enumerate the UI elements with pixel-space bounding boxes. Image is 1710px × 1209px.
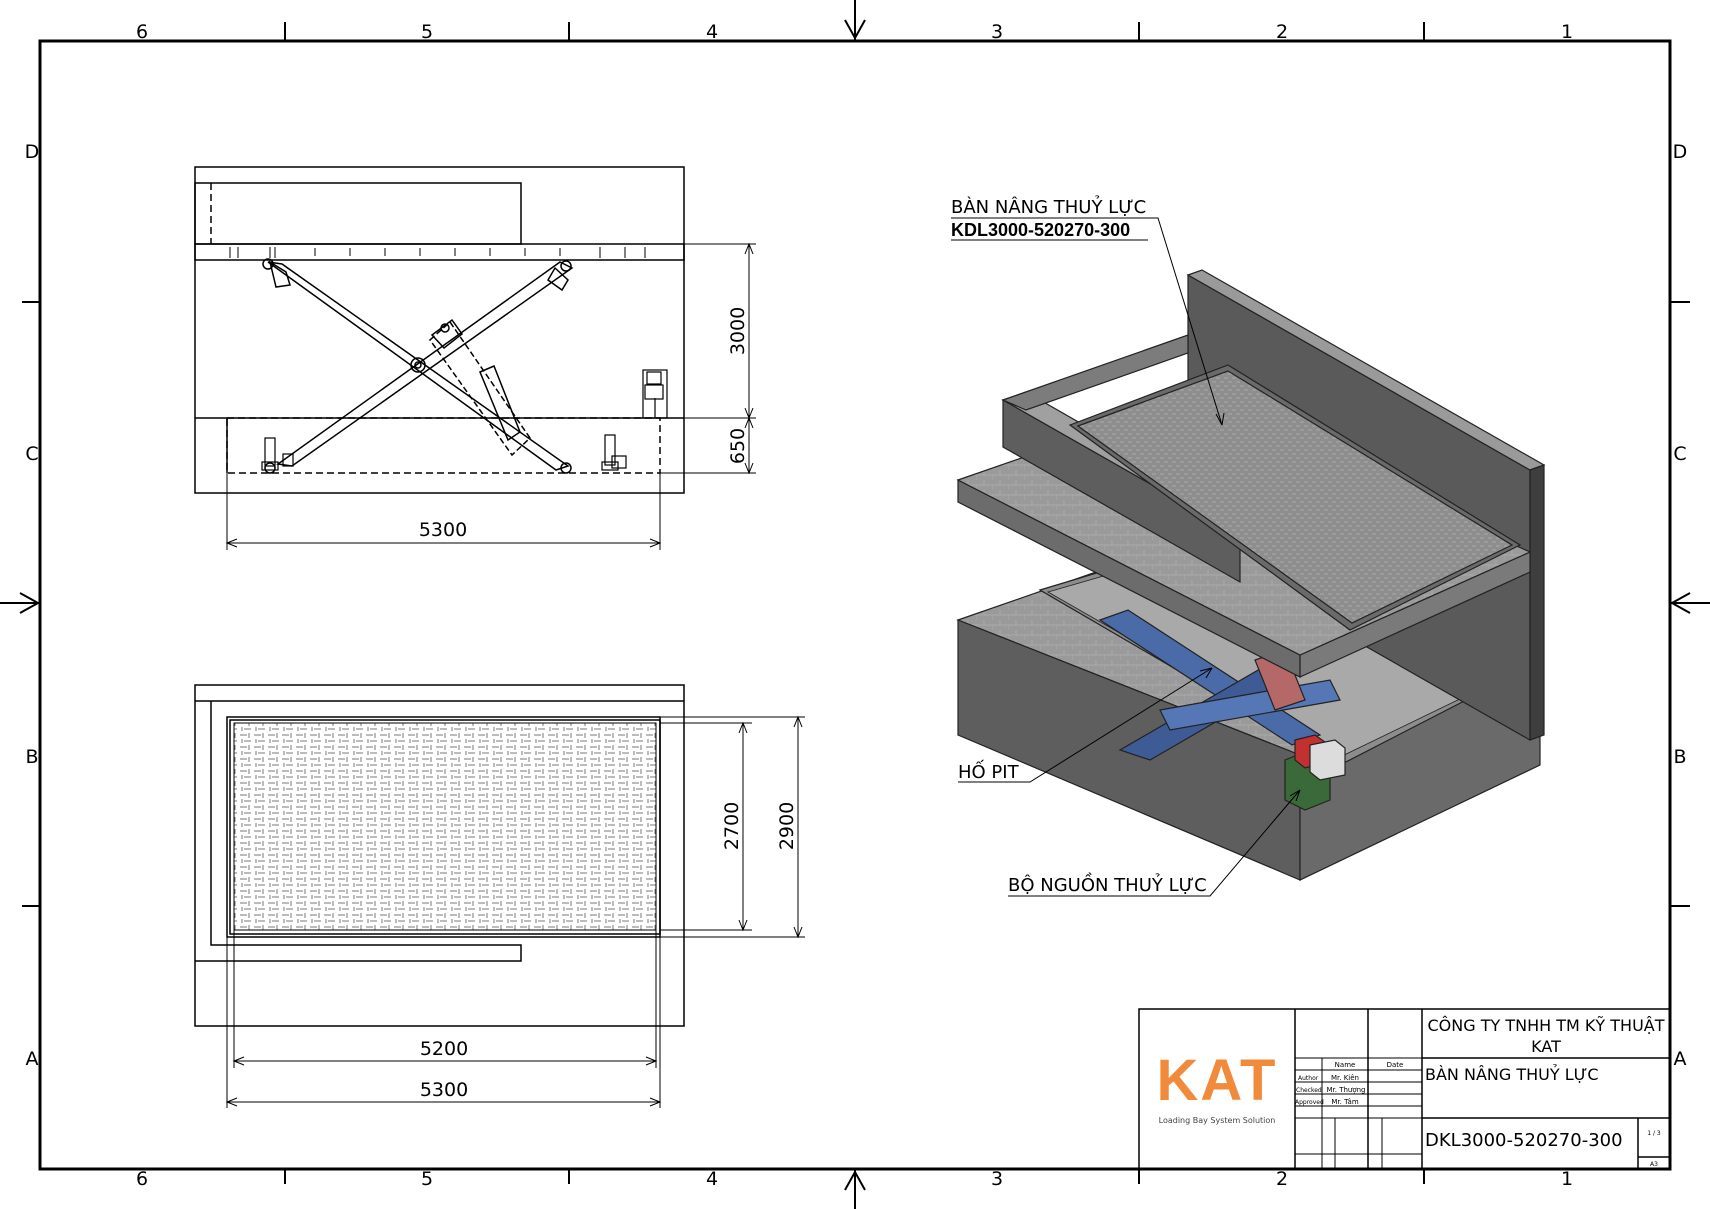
dim-inner-length <box>232 930 658 1068</box>
title-block <box>1138 1008 1671 1170</box>
tb-drawing-number: DKL3000-520270-300 <box>1425 1130 1623 1151</box>
grid-row-right-C: C <box>1673 443 1686 465</box>
grid-col-top-5: 5 <box>421 21 433 43</box>
center-mark-top <box>844 0 866 41</box>
ledge-left <box>1001 334 1189 411</box>
hydraulic-cylinder <box>429 318 531 457</box>
grid-col-top-4: 4 <box>706 21 718 43</box>
dim-outer-width-label: 2900 <box>776 802 798 850</box>
pit-outline-hidden <box>226 417 661 474</box>
center-mark-bottom <box>844 1169 866 1209</box>
callout-lift-title: BÀN NÂNG THUỶ LỰC <box>951 195 1146 218</box>
tb-drawing-title: BÀN NÂNG THUỶ LỰC <box>1425 1064 1599 1084</box>
top-view-outline <box>194 684 685 1027</box>
tb-company-line2: KAT <box>1531 1037 1561 1056</box>
dim-inner-width-label: 2700 <box>721 802 743 850</box>
grid-row-right-D: D <box>1673 141 1688 163</box>
grid-col-bottom-1: 1 <box>1561 1168 1573 1190</box>
dim-inner-length-label: 5200 <box>420 1038 468 1060</box>
top-view <box>194 684 805 1108</box>
dock-ledge <box>194 182 522 245</box>
dim-outer-width <box>660 715 805 939</box>
platform-inner <box>229 719 661 935</box>
logo-kat: KAT <box>1157 1048 1278 1113</box>
tb-col-date: Date <box>1387 1061 1404 1069</box>
grid-col-bottom-2: 2 <box>1276 1168 1288 1190</box>
grid-col-top-1: 1 <box>1561 21 1573 43</box>
dim-outer-length <box>225 937 662 1108</box>
leader-power-unit <box>1008 789 1301 897</box>
center-mark-right <box>1669 592 1710 614</box>
tb-sheet-number: 1 / 3 <box>1647 1130 1661 1137</box>
grid-col-top-6: 6 <box>136 21 148 43</box>
dim-outer-length-label: 5300 <box>420 1079 468 1101</box>
dim-height-pit <box>660 416 756 475</box>
tb-name-approved: Mr. Tâm <box>1331 1098 1358 1106</box>
grid-row-left-A: A <box>26 1048 39 1070</box>
company-logo: KAT Loading Bay System Solution <box>1157 1048 1278 1125</box>
power-unit-side <box>642 369 668 419</box>
tb-company-line1: CÔNG TY TNHH TM KỸ THUẬT <box>1428 1016 1665 1035</box>
tb-role-checked: Checked <box>1296 1087 1322 1094</box>
grid-row-left-B: B <box>25 746 38 768</box>
grid-col-bottom-6: 6 <box>136 1168 148 1190</box>
grid-row-right-B: B <box>1673 746 1686 768</box>
grid-col-bottom-5: 5 <box>421 1168 433 1190</box>
side-view <box>194 166 756 550</box>
grid-row-left-D: D <box>25 141 40 163</box>
dim-height-main-label: 3000 <box>727 307 749 355</box>
callout-power-unit: BỘ NGUỒN THUỶ LỰC <box>1008 872 1207 896</box>
grid-col-top-3: 3 <box>991 21 1003 43</box>
dim-inner-width <box>660 721 752 932</box>
grid-labels: 6 5 4 3 2 1 6 5 4 3 2 1 D C B A D C B A <box>25 21 1688 1190</box>
grid-col-bottom-4: 4 <box>706 1168 718 1190</box>
callout-lift-model: KDL3000-520270-300 <box>951 220 1130 240</box>
tb-name-author: Mr. Kiên <box>1331 1074 1359 1082</box>
iso-deck-plate <box>1076 370 1514 624</box>
center-mark-left <box>0 592 41 614</box>
iso-view <box>956 269 1546 881</box>
grid-col-bottom-3: 3 <box>991 1168 1003 1190</box>
dim-height-pit-label: 650 <box>727 428 749 464</box>
base-fittings <box>261 434 627 471</box>
tb-role-author: Author <box>1298 1075 1319 1082</box>
dim-height-main <box>684 242 756 420</box>
iso-power-unit <box>1284 734 1346 811</box>
tb-paper-size: A3 <box>1650 1161 1658 1168</box>
dim-length-label: 5300 <box>419 519 467 541</box>
grid-col-top-2: 2 <box>1276 21 1288 43</box>
tb-role-approved: Approved <box>1295 1099 1324 1106</box>
platform-deck <box>194 243 685 261</box>
back-wall-side <box>1529 464 1545 741</box>
checker-plate <box>233 722 657 931</box>
scissor-arms <box>262 258 574 474</box>
leader-lift <box>951 217 1223 426</box>
logo-tagline: Loading Bay System Solution <box>1159 1116 1276 1125</box>
grid-row-right-A: A <box>1674 1048 1687 1070</box>
callout-pit: HỐ PIT <box>958 759 1020 783</box>
leader-pit <box>958 667 1213 783</box>
side-view-outline <box>194 166 685 494</box>
grid-row-left-C: C <box>25 443 38 465</box>
tb-col-name: Name <box>1335 1061 1356 1069</box>
iso-scissor <box>1098 609 1342 761</box>
tb-name-checked: Mr. Thượng <box>1326 1086 1365 1094</box>
iso-callouts <box>951 217 1301 897</box>
dim-length <box>225 473 662 550</box>
